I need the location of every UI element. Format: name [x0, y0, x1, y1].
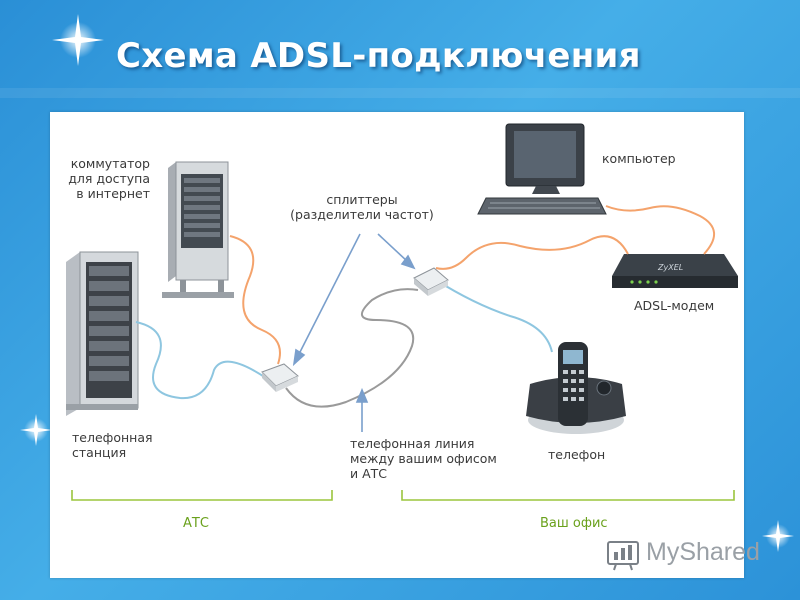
- zone-ats-label: АТС: [183, 516, 209, 531]
- switch-to-splitter-cable: [229, 235, 281, 365]
- slide-title: Схема ADSL-подключения: [116, 36, 641, 76]
- splitters-label: сплиттеры (разделители частот): [290, 192, 434, 222]
- arrowhead: [400, 254, 416, 270]
- splitter-icon: [413, 267, 449, 296]
- presentation-logo-text: MyShared: [646, 538, 760, 566]
- switch-rack-icon: [162, 161, 234, 298]
- arrowhead: [355, 387, 369, 403]
- ats-zone-bracket: [71, 490, 333, 501]
- modem-to-computer-cable: [605, 205, 715, 255]
- telephone-exchange-icon: [66, 251, 139, 416]
- arrowhead: [292, 348, 306, 367]
- splitter-icon: [261, 363, 299, 392]
- zone-office-label: Ваш офис: [540, 516, 608, 531]
- computer-label: компьютер: [602, 151, 676, 166]
- exchange-label: телефонная станция: [72, 430, 153, 460]
- modem-brand: ZyXEL: [657, 263, 683, 272]
- arrow-to-splitter-2: [377, 233, 409, 263]
- exchange-to-splitter-cable: [135, 321, 267, 400]
- adsl-modem-icon: ZyXEL: [612, 254, 738, 288]
- splitter-to-phone-cable: [435, 279, 553, 353]
- presentation-logo-icon: [607, 541, 639, 571]
- telephone-icon: [526, 342, 626, 434]
- computer-icon: [477, 123, 607, 215]
- modem-label: ADSL-модем: [634, 298, 715, 313]
- office-zone-bracket: [401, 490, 735, 501]
- phone-label: телефон: [548, 447, 606, 462]
- splitter-to-modem-cable: [435, 235, 629, 270]
- switch-label: коммутатор для доступа в интернет: [68, 156, 150, 201]
- arrow-to-splitter-1: [297, 233, 361, 357]
- line-label: телефонная линия между вашим офисом и АТ…: [350, 436, 497, 481]
- telephone-line-cable: [285, 288, 419, 408]
